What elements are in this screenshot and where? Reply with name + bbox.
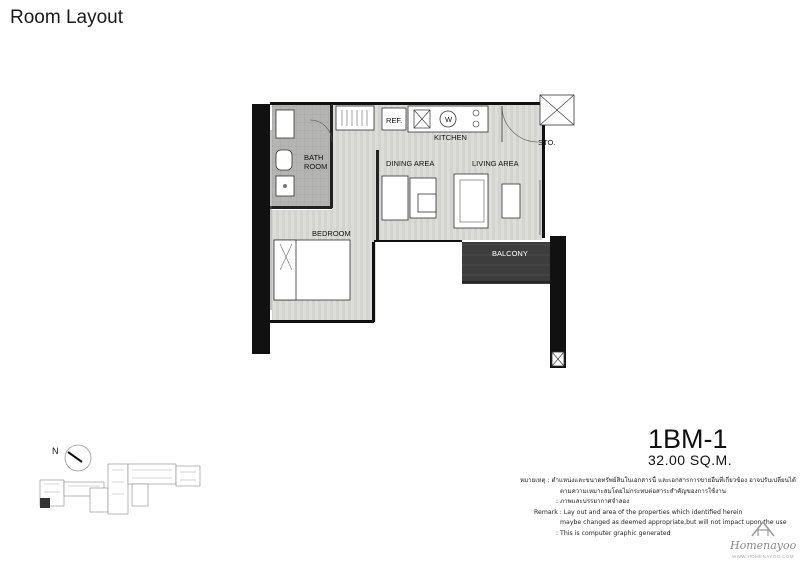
shower	[275, 109, 295, 139]
wall-right-column	[550, 236, 566, 368]
remark-thai-row-1: หมายเหตุ : ตำแหน่งและขนาดทรัพย์สินในเอกส…	[520, 476, 798, 487]
floor-plan: BATH ROOM REF. W KITCHEN STO. DINING ARE…	[252, 94, 575, 368]
remark-en-row-2: maybe changed as deemed appropriate,but …	[520, 518, 798, 529]
label-washer: W	[445, 115, 453, 124]
hob-ring-1	[472, 109, 480, 117]
dining-chair-2	[417, 193, 437, 213]
wall-left	[252, 104, 270, 354]
remark-en-row-3: : This is computer graphic generated	[520, 529, 798, 540]
wardrobe-hangers	[341, 110, 368, 126]
label-storage: STO.	[538, 138, 555, 147]
wardrobe	[335, 105, 375, 131]
compass-north-label: N	[52, 446, 59, 456]
remark-en-line-1: Lay out and area of the properties which…	[563, 508, 743, 516]
watermark-site: WWW.HOMENAYOO.COM	[732, 554, 794, 559]
sofa-seat	[459, 179, 485, 223]
sofa	[453, 173, 489, 229]
label-bedroom: BEDROOM	[312, 229, 351, 238]
remark-thai-line-3: : ภาพและบรรยากาศจำลอง	[556, 498, 630, 505]
house-icon	[751, 520, 775, 537]
wall-bed-divider	[376, 150, 379, 240]
floor-balcony	[462, 242, 554, 284]
wall-top	[270, 102, 546, 105]
remark-thai-label: หมายเหตุ :	[520, 477, 550, 484]
watermark-brand: Homenayoo	[730, 539, 797, 552]
key-plan-highlight	[40, 498, 50, 508]
duct-x	[539, 94, 575, 126]
wall-bath-bottom	[270, 206, 332, 209]
basin-drain	[283, 184, 287, 188]
bed-pillows	[279, 243, 293, 271]
bed-headboard	[273, 239, 297, 301]
label-ref: REF.	[386, 116, 402, 125]
compass-needle-icon	[67, 451, 83, 463]
label-dining: DINING AREA	[386, 159, 434, 168]
wall-bedroom-right	[372, 242, 375, 322]
remarks-block: หมายเหตุ : ตำแหน่งและขนาดทรัพย์สินในเอกส…	[520, 476, 798, 539]
fridge	[381, 107, 407, 131]
page-title: Room Layout	[10, 7, 124, 28]
remark-thai-line-2: ตามความเหมาะสมโดยไม่กระทบต่อสาระสำคัญของ…	[560, 487, 726, 495]
label-bath-1: BATH	[304, 153, 323, 162]
north-compass: N	[52, 444, 92, 472]
label-living: LIVING AREA	[472, 159, 519, 168]
shaft-x	[551, 351, 565, 367]
remark-en-line-2: maybe changed as deemed appropriate,but …	[560, 519, 787, 526]
hob-ring-2	[472, 120, 480, 128]
remark-en-label: Remark :	[534, 508, 562, 516]
watermark-logo: Homenayoo WWW.HOMENAYOO.COM	[730, 514, 796, 564]
wall-living-bottom	[374, 240, 462, 242]
sink	[413, 109, 431, 129]
remark-en-row-1: Remark : Lay out and area of the propert…	[520, 508, 798, 519]
remark-en-line-3: : This is computer graphic generated	[556, 529, 671, 537]
label-kitchen: KITCHEN	[434, 133, 467, 142]
bath-door-swing	[309, 119, 333, 143]
entry-door-swing	[501, 105, 539, 143]
key-plan	[39, 463, 201, 515]
toilet	[275, 149, 293, 171]
wall-bath-right	[330, 104, 333, 208]
coffee-table	[501, 183, 521, 219]
remark-thai-line-1: ตำแหน่งและขนาดทรัพย์สินในเอกสารนี้ และเอ…	[551, 477, 796, 484]
wall-bedroom-bottom	[270, 320, 374, 323]
unit-area: 32.00 SQ.M.	[648, 452, 733, 468]
sink-x	[413, 109, 431, 129]
label-balcony: BALCONY	[492, 249, 528, 258]
washer-icon	[439, 110, 457, 128]
remark-thai-row-2: ตามความเหมาะสมโดยไม่กระทบต่อสาระสำคัญของ…	[520, 487, 798, 498]
unit-code: 1BM-1	[648, 424, 728, 454]
remark-thai-row-3: : ภาพและบรรยากาศจำลอง	[520, 497, 798, 508]
dining-chair-1	[381, 175, 409, 221]
wall-right-upper	[542, 102, 545, 238]
label-bath-2: ROOM	[304, 162, 327, 171]
